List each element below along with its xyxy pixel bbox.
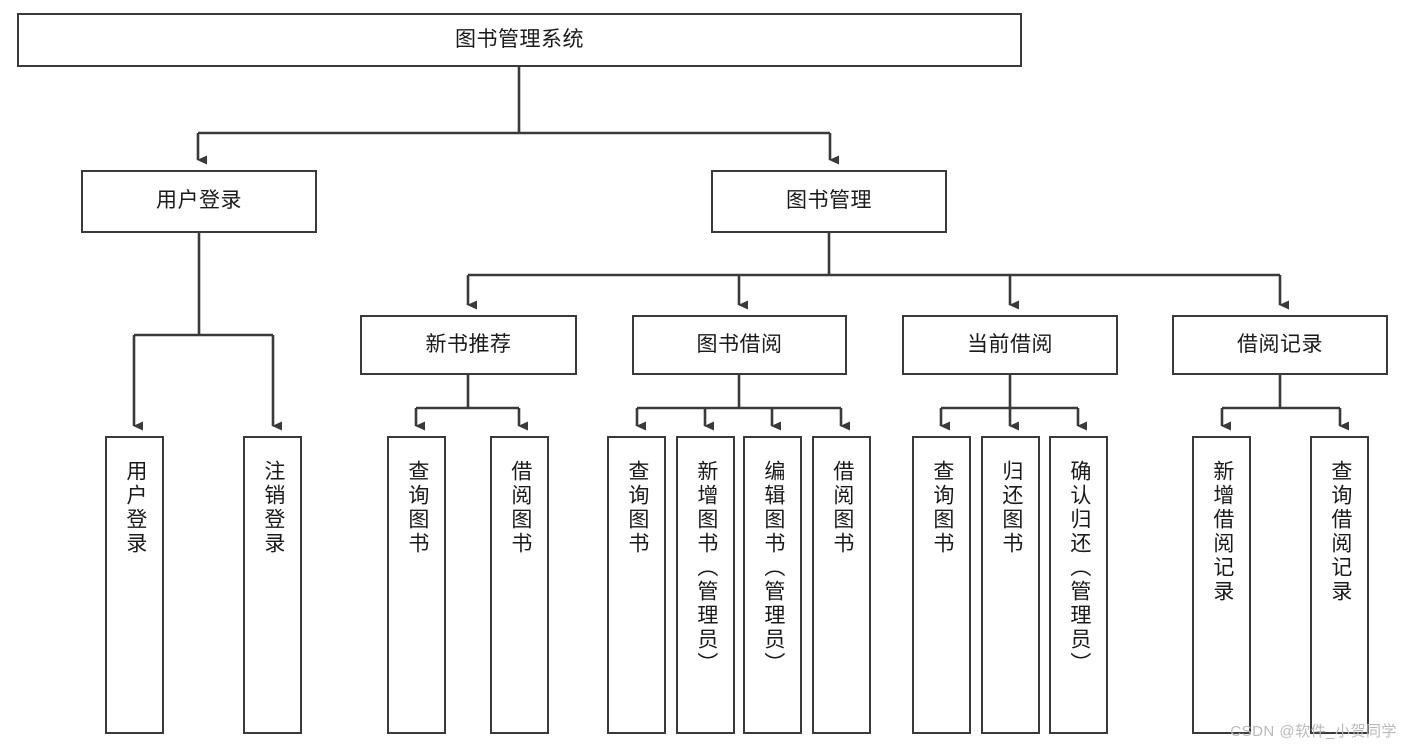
leaf-current-borrow-query[interactable]: 查询图书 <box>912 436 971 734</box>
node-current-borrow[interactable]: 当前借阅 <box>902 315 1118 375</box>
node-borrow-record-label: 借阅记录 <box>1237 332 1323 356</box>
node-user-login[interactable]: 用户登录 <box>81 170 317 233</box>
leaf-book-borrow-query[interactable]: 查询图书 <box>607 436 666 734</box>
node-book-management[interactable]: 图书管理 <box>711 170 947 233</box>
node-root-system-label: 图书管理系统 <box>455 27 584 51</box>
leaf-new-book-borrow[interactable]: 借阅图书 <box>490 436 549 734</box>
leaf-user-login-signout-label: 注销登录 <box>261 460 285 556</box>
leaf-new-book-query[interactable]: 查询图书 <box>387 436 446 734</box>
leaf-book-borrow-add[interactable]: 新增图书（管理员） <box>676 436 735 734</box>
leaf-current-borrow-return-label: 归还图书 <box>999 460 1023 556</box>
node-root-system[interactable]: 图书管理系统 <box>17 13 1022 67</box>
leaf-new-book-query-label: 查询图书 <box>405 460 429 556</box>
node-new-book-recommend-label: 新书推荐 <box>425 332 512 356</box>
leaf-borrow-record-add-label: 新增借阅记录 <box>1210 460 1234 604</box>
node-book-borrow[interactable]: 图书借阅 <box>632 315 847 375</box>
leaf-current-borrow-query-label: 查询图书 <box>930 460 954 556</box>
leaf-book-borrow-edit[interactable]: 编辑图书（管理员） <box>743 436 802 734</box>
leaf-borrow-record-add[interactable]: 新增借阅记录 <box>1192 436 1251 734</box>
node-book-borrow-label: 图书借阅 <box>696 332 783 356</box>
leaf-current-borrow-return[interactable]: 归还图书 <box>981 436 1040 734</box>
leaf-book-borrow-lend[interactable]: 借阅图书 <box>812 436 871 734</box>
leaf-book-borrow-edit-label: 编辑图书（管理员） <box>761 460 785 676</box>
leaf-current-borrow-confirm[interactable]: 确认归还（管理员） <box>1049 436 1108 734</box>
node-book-management-label: 图书管理 <box>786 189 872 213</box>
leaf-book-borrow-query-label: 查询图书 <box>625 460 649 556</box>
leaf-borrow-record-query[interactable]: 查询借阅记录 <box>1310 436 1369 734</box>
leaf-user-login-signin-label: 用户登录 <box>123 460 147 556</box>
node-current-borrow-label: 当前借阅 <box>967 332 1053 356</box>
leaf-book-borrow-add-label: 新增图书（管理员） <box>694 460 718 676</box>
leaf-new-book-borrow-label: 借阅图书 <box>508 460 532 556</box>
leaf-user-login-signout[interactable]: 注销登录 <box>243 436 302 734</box>
leaf-current-borrow-confirm-label: 确认归还（管理员） <box>1067 460 1091 676</box>
csdn-watermark: CSDN @软件_小贺同学 <box>1230 723 1397 740</box>
node-user-login-label: 用户登录 <box>156 189 242 213</box>
node-new-book-recommend[interactable]: 新书推荐 <box>360 315 577 375</box>
leaf-book-borrow-lend-label: 借阅图书 <box>830 460 854 556</box>
leaf-borrow-record-query-label: 查询借阅记录 <box>1328 460 1352 604</box>
leaf-user-login-signin[interactable]: 用户登录 <box>105 436 164 734</box>
node-borrow-record[interactable]: 借阅记录 <box>1172 315 1388 375</box>
